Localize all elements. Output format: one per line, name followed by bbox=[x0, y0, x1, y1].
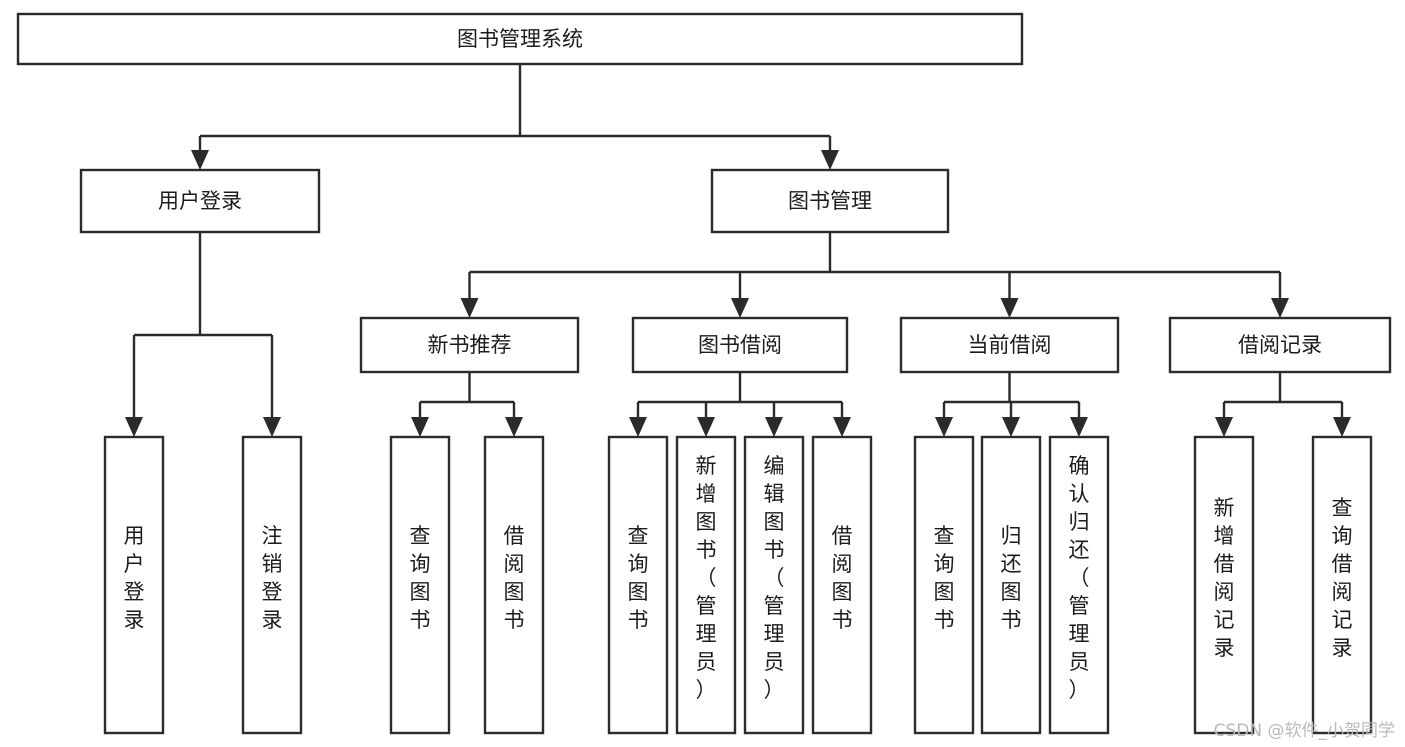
node-label: 查询图书 bbox=[934, 524, 955, 632]
node-layer: 图书管理系统用户登录图书管理新书推荐图书借阅当前借阅借阅记录用户登录注销登录查询… bbox=[16, 12, 1392, 735]
node-rect bbox=[913, 435, 975, 735]
arrow-head-icon bbox=[697, 417, 715, 437]
arrow-head-icon bbox=[1271, 298, 1289, 318]
node-rect bbox=[389, 435, 451, 735]
arrow-head-icon bbox=[765, 417, 783, 437]
node-book-manage[interactable]: 图书管理 bbox=[710, 168, 950, 234]
arrow-head-icon bbox=[935, 417, 953, 437]
node-current-borrow[interactable]: 当前借阅 bbox=[899, 316, 1120, 374]
node-label: 用户登录 bbox=[124, 524, 145, 632]
arrow-head-icon bbox=[1000, 298, 1019, 318]
node-label: 归还图书 bbox=[1001, 524, 1022, 632]
arrow-head-icon bbox=[833, 417, 851, 437]
node-book-borrow[interactable]: 图书借阅 bbox=[631, 316, 849, 374]
node-leaf-query-book-3[interactable]: 查询图书 bbox=[913, 435, 975, 735]
node-rect bbox=[241, 435, 303, 735]
node-leaf-add-borrow-record[interactable]: 新增借阅记录 bbox=[1193, 435, 1255, 735]
node-rect bbox=[16, 12, 1024, 66]
node-rect bbox=[79, 168, 321, 234]
node-rect bbox=[103, 435, 165, 735]
node-label: 图书借阅 bbox=[698, 333, 782, 357]
node-label: 图书管理系统 bbox=[457, 27, 583, 51]
node-rect bbox=[980, 435, 1042, 735]
node-borrow-record[interactable]: 借阅记录 bbox=[1168, 316, 1392, 374]
arrow-head-icon bbox=[1070, 417, 1088, 437]
arrow-head-icon bbox=[505, 417, 523, 437]
node-label: 查询图书 bbox=[410, 524, 431, 632]
node-rect bbox=[1193, 435, 1255, 735]
node-rect bbox=[1048, 435, 1110, 735]
node-rect bbox=[743, 435, 805, 735]
node-leaf-edit-book[interactable]: 编辑图书（管理员） bbox=[743, 435, 805, 735]
connector-layer bbox=[125, 64, 1351, 437]
arrow-head-icon bbox=[1333, 417, 1351, 437]
node-leaf-borrow-book-1[interactable]: 借阅图书 bbox=[483, 435, 545, 735]
node-rect bbox=[607, 435, 669, 735]
arrow-head-icon bbox=[191, 150, 209, 170]
arrow-head-icon bbox=[263, 417, 281, 437]
node-label: 新增借阅记录 bbox=[1214, 496, 1235, 660]
node-label: 新书推荐 bbox=[428, 333, 512, 357]
node-rect bbox=[631, 316, 849, 374]
node-rect bbox=[483, 435, 545, 735]
node-label: 注销登录 bbox=[262, 524, 283, 632]
node-leaf-user-login[interactable]: 用户登录 bbox=[103, 435, 165, 735]
node-new-book-recommend[interactable]: 新书推荐 bbox=[359, 316, 580, 374]
arrow-head-icon bbox=[821, 150, 839, 170]
node-rect bbox=[1311, 435, 1373, 735]
node-leaf-borrow-book-2[interactable]: 借阅图书 bbox=[811, 435, 873, 735]
node-label: 查询借阅记录 bbox=[1332, 496, 1353, 660]
node-label: 借阅记录 bbox=[1238, 333, 1322, 357]
node-leaf-query-book-1[interactable]: 查询图书 bbox=[389, 435, 451, 735]
node-leaf-logout-login[interactable]: 注销登录 bbox=[241, 435, 303, 735]
node-leaf-add-book[interactable]: 新增图书（管理员） bbox=[675, 435, 737, 735]
node-label: 新增图书（管理员） bbox=[696, 454, 717, 702]
node-rect bbox=[1168, 316, 1392, 374]
node-rect bbox=[899, 316, 1120, 374]
node-label: 编辑图书（管理员） bbox=[764, 454, 785, 702]
node-label: 当前借阅 bbox=[968, 333, 1052, 357]
arrow-head-icon bbox=[460, 298, 479, 318]
node-rect bbox=[675, 435, 737, 735]
node-label: 确认归还（管理员） bbox=[1069, 454, 1090, 702]
arrow-head-icon bbox=[731, 298, 749, 318]
node-rect bbox=[359, 316, 580, 374]
node-leaf-query-borrow-record[interactable]: 查询借阅记录 bbox=[1311, 435, 1373, 735]
node-user-login[interactable]: 用户登录 bbox=[79, 168, 321, 234]
arrow-head-icon bbox=[411, 417, 429, 437]
arrow-head-icon bbox=[125, 417, 143, 437]
node-leaf-query-book-2[interactable]: 查询图书 bbox=[607, 435, 669, 735]
arrow-head-icon bbox=[1002, 417, 1020, 437]
node-label: 用户登录 bbox=[158, 189, 242, 213]
arrow-head-icon bbox=[1215, 417, 1233, 437]
node-label: 借阅图书 bbox=[504, 524, 525, 632]
arrow-head-icon bbox=[629, 417, 647, 437]
node-root[interactable]: 图书管理系统 bbox=[16, 12, 1024, 66]
node-leaf-confirm-return[interactable]: 确认归还（管理员） bbox=[1048, 435, 1110, 735]
node-label: 图书管理 bbox=[788, 189, 872, 213]
node-leaf-return-book[interactable]: 归还图书 bbox=[980, 435, 1042, 735]
node-rect bbox=[811, 435, 873, 735]
node-label: 查询图书 bbox=[628, 524, 649, 632]
node-rect bbox=[710, 168, 950, 234]
node-label: 借阅图书 bbox=[832, 524, 853, 632]
